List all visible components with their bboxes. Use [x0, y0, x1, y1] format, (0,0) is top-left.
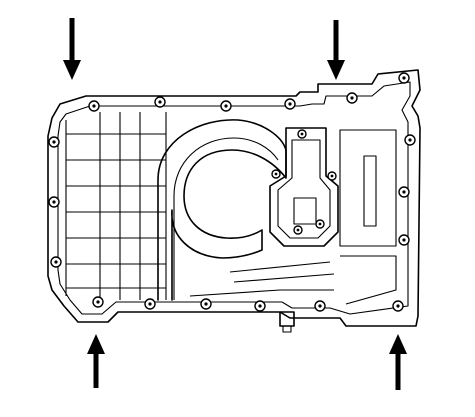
bolt-hole — [398, 234, 410, 246]
pump-mount-plate — [269, 127, 339, 247]
bolt-hole — [271, 169, 281, 179]
bolt-hole — [48, 196, 60, 208]
right-slot — [363, 155, 377, 227]
bolt-hole — [50, 256, 62, 268]
bolt-hole — [404, 134, 416, 146]
arrow-bottom-left — [87, 334, 105, 388]
bolt-hole — [315, 219, 325, 229]
bolt-hole — [284, 98, 296, 110]
bolt-hole — [220, 100, 232, 112]
pump-inlet — [293, 197, 317, 225]
bolt-hole — [48, 136, 60, 148]
bolt-hole — [200, 298, 212, 310]
right-compartment — [339, 129, 397, 247]
drain-plug — [279, 311, 295, 333]
bolt-hole — [293, 225, 303, 235]
bolt-hole — [297, 129, 307, 139]
flange-bolts — [48, 72, 416, 312]
bolt-hole — [154, 96, 166, 108]
bolt-hole — [327, 171, 337, 181]
bolt-hole — [346, 92, 358, 104]
bolt-hole — [88, 100, 100, 112]
arrow-top-left — [63, 18, 81, 80]
pan-outer-flange — [47, 69, 421, 327]
bolt-hole — [144, 298, 156, 310]
crank-sweep-inner — [173, 137, 279, 300]
arrow-bottom-right — [389, 334, 407, 390]
bolt-hole — [392, 300, 404, 312]
bolt-hole — [398, 186, 410, 198]
pan-inner-flange — [57, 81, 411, 315]
bolt-hole — [92, 296, 104, 308]
crank-sweep-outer — [157, 119, 287, 301]
bolt-hole — [314, 300, 326, 312]
bolt-hole — [254, 300, 266, 312]
arrow-top-right — [327, 20, 345, 80]
lower-baffles — [189, 255, 397, 305]
bolt-hole — [398, 72, 410, 84]
pump-body — [277, 139, 331, 239]
left-rib-grid — [65, 112, 167, 300]
